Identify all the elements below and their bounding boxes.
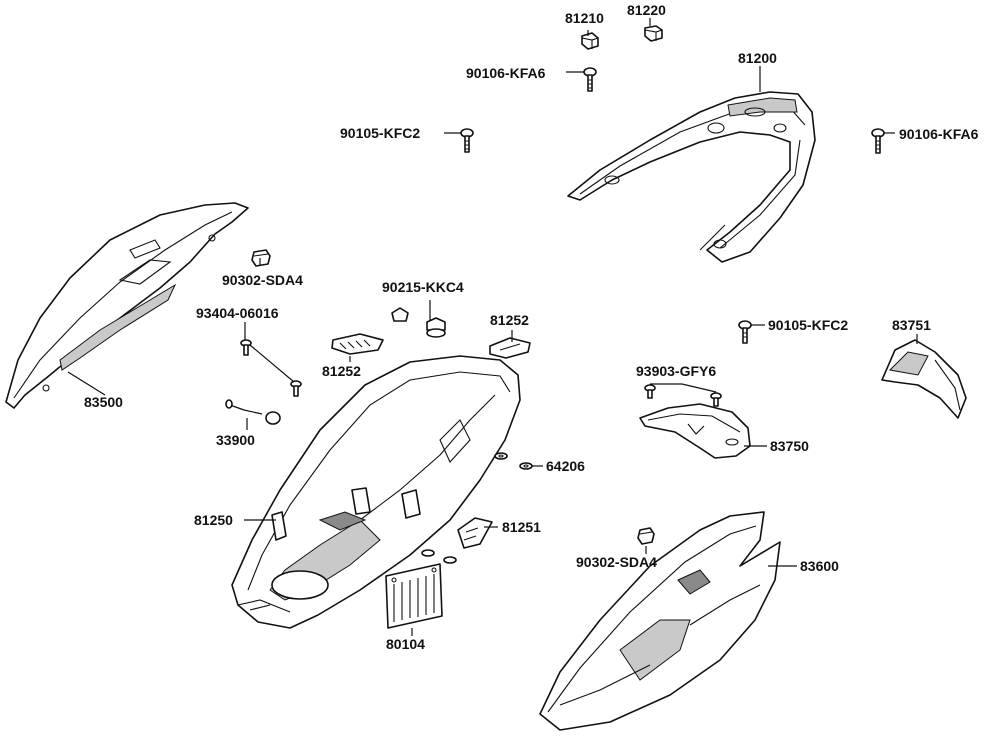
label-64206: 64206 [546,458,585,474]
cap-81220 [644,25,663,42]
label-81251: 81251 [502,519,541,535]
label-81252-right: 81252 [490,312,529,328]
bracket-83751 [881,339,967,419]
clip-90302-sda4-bottom [637,527,655,545]
label-90106-kfa6-right: 90106-KFA6 [899,126,979,142]
clip-90302-sda4-top [251,249,271,267]
cap-81210 [581,32,599,50]
screw-93903-gfy6 [644,384,722,407]
bolt-90106-kfa6-right [871,128,885,154]
label-90106-kfa6-top: 90106-KFA6 [466,65,546,81]
label-33900: 33900 [216,432,255,448]
label-90215-kkc4: 90215-KKC4 [382,279,464,295]
label-81250: 81250 [194,512,233,528]
bolt-90106-kfa6-top [583,67,597,92]
label-90105-kfc2-top: 90105-KFC2 [340,125,420,141]
washer-64206 [421,452,533,564]
pad-81252-right [489,337,531,359]
label-81220: 81220 [627,2,666,18]
bolt-90105-kfc2-top [460,128,474,153]
label-90302-sda4-bottom: 90302-SDA4 [576,554,657,570]
bracket-81251 [457,517,493,549]
side-cover-left-83500 [5,202,249,409]
label-83750: 83750 [770,438,809,454]
luggage-box-81250 [231,355,521,629]
label-81200: 81200 [738,50,777,66]
label-81252-left: 81252 [322,363,361,379]
grommet-90215-kkc4 [391,307,446,338]
bolt-90105-kfc2-mid [738,320,752,344]
pad-81252-left [331,333,384,355]
plate-80104 [385,563,443,629]
label-83500: 83500 [84,394,123,410]
side-cover-right-83600 [539,511,781,731]
leader-lines [67,18,918,636]
rear-grab-rail-81200 [567,91,816,263]
screw-93404-06016 [240,339,302,397]
label-83600: 83600 [800,558,839,574]
rear-cover-83750 [639,403,751,459]
label-93903-gfy6: 93903-GFY6 [636,363,716,379]
part-labels: 81210 81220 90106-KFA6 81200 90105-KFC2 … [84,2,979,652]
label-81210: 81210 [565,10,604,26]
label-93404-06016: 93404-06016 [196,305,279,321]
light-33900 [225,399,281,425]
label-90105-kfc2-mid: 90105-KFC2 [768,317,848,333]
label-90302-sda4-top: 90302-SDA4 [222,272,303,288]
label-80104: 80104 [386,636,425,652]
label-83751: 83751 [892,317,931,333]
